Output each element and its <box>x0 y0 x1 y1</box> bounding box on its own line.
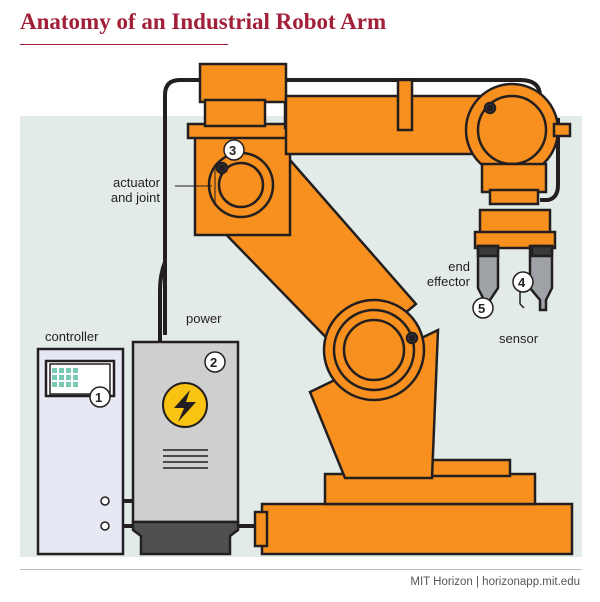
end-effector-label-line1: end <box>448 259 470 274</box>
callout-3-circle <box>223 139 245 161</box>
callout-circles <box>89 139 534 408</box>
lightning-bolt-icon <box>162 382 208 428</box>
controller-keypad <box>52 368 78 387</box>
power-supply <box>131 340 240 556</box>
callout-5: 5 <box>478 301 486 316</box>
actuator-joint <box>207 151 275 219</box>
elbow-pulley <box>483 101 497 115</box>
controller-cabinet <box>36 347 125 556</box>
callout-2: 2 <box>210 355 218 370</box>
footer-divider <box>20 569 582 570</box>
actuator-joint-label: actuator and joint <box>111 175 160 205</box>
gripper-fingers <box>476 244 554 312</box>
power-vents <box>163 449 208 469</box>
page-title: Anatomy of an Industrial Robot Arm <box>20 9 387 34</box>
base-joint <box>322 298 426 402</box>
callout-2-circle <box>204 351 226 373</box>
sensor-icon <box>519 290 525 309</box>
sensor-label: sensor <box>499 331 539 346</box>
end-effector-label: end effector <box>427 259 470 289</box>
callout-1-circle <box>89 386 111 408</box>
callout-4: 4 <box>518 275 526 290</box>
callout-4-circle <box>512 271 534 293</box>
actuator-label-line1: actuator <box>113 175 160 190</box>
footer-credit: MIT Horizon | horizonapp.mit.edu <box>410 576 580 588</box>
robot-shoulder <box>198 62 488 156</box>
callout-5-circle <box>472 297 494 319</box>
power-label: power <box>186 311 222 326</box>
callout-3: 3 <box>229 143 237 158</box>
actuator-label-line2: and joint <box>110 190 160 205</box>
title-underline <box>20 44 228 45</box>
robot-wrist <box>473 162 557 250</box>
controller-label: controller <box>45 329 99 344</box>
callout-1: 1 <box>95 390 103 405</box>
end-effector-label-line2: effector <box>426 274 470 289</box>
